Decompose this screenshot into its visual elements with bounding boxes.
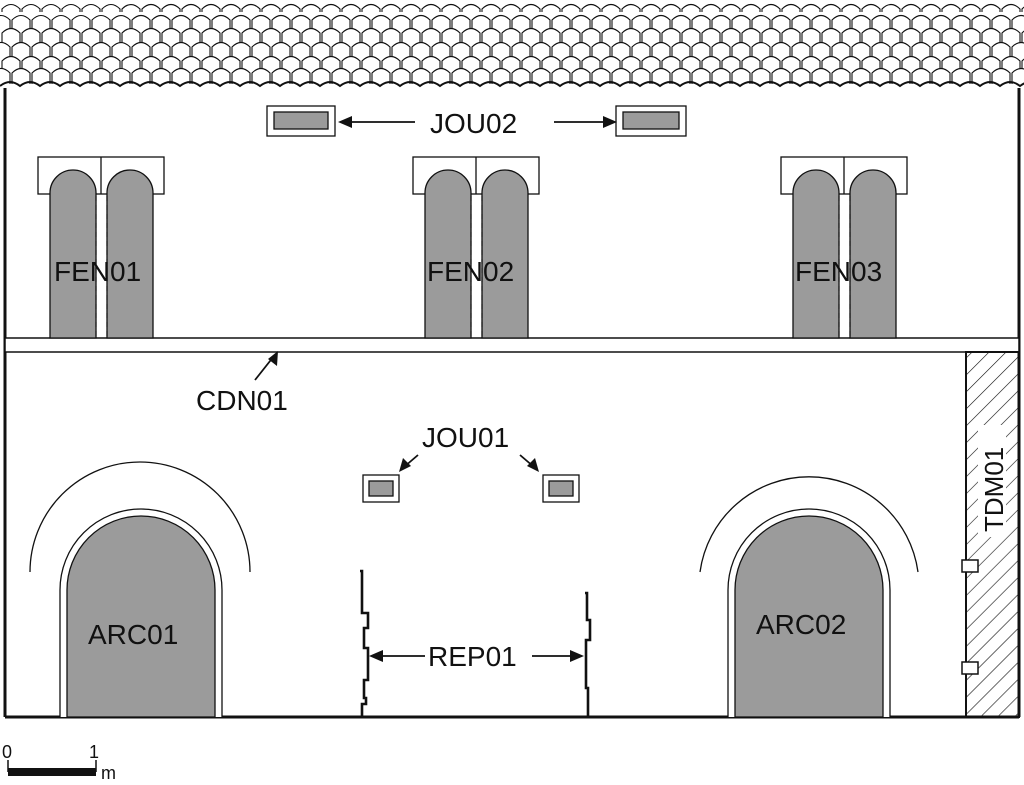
label-arc01: ARC01	[88, 619, 178, 650]
label-fen03: FEN03	[795, 256, 882, 287]
label-jou01: JOU01	[422, 422, 509, 453]
roof-tiles	[0, 3, 1024, 88]
repair-rep01: REP01	[360, 569, 592, 717]
label-tdm01: TDM01	[979, 447, 1009, 532]
label-fen02: FEN02	[427, 256, 514, 287]
label-cdn01: CDN01	[196, 385, 288, 416]
arch-arc02: ARC02	[699, 476, 919, 718]
label-jou02: JOU02	[430, 108, 517, 139]
label-rep01: REP01	[428, 641, 517, 672]
label-arc02: ARC02	[756, 609, 846, 640]
string-course-cdn01	[4, 337, 1020, 353]
scale-label-unit: m	[101, 763, 116, 783]
label-fen01: FEN01	[54, 256, 141, 287]
opening-jou01: JOU01	[362, 422, 580, 503]
arch-arc01: ARC01	[29, 461, 251, 718]
scale-bar: 0 1 m	[2, 742, 116, 783]
scale-label-zero: 0	[2, 742, 12, 762]
scale-label-one: 1	[89, 742, 99, 762]
opening-jou02: JOU02	[266, 105, 687, 139]
pillar-tdm01: TDM01	[961, 351, 1020, 718]
callout-cdn01: CDN01	[196, 351, 288, 416]
windows-fen	[37, 156, 908, 339]
